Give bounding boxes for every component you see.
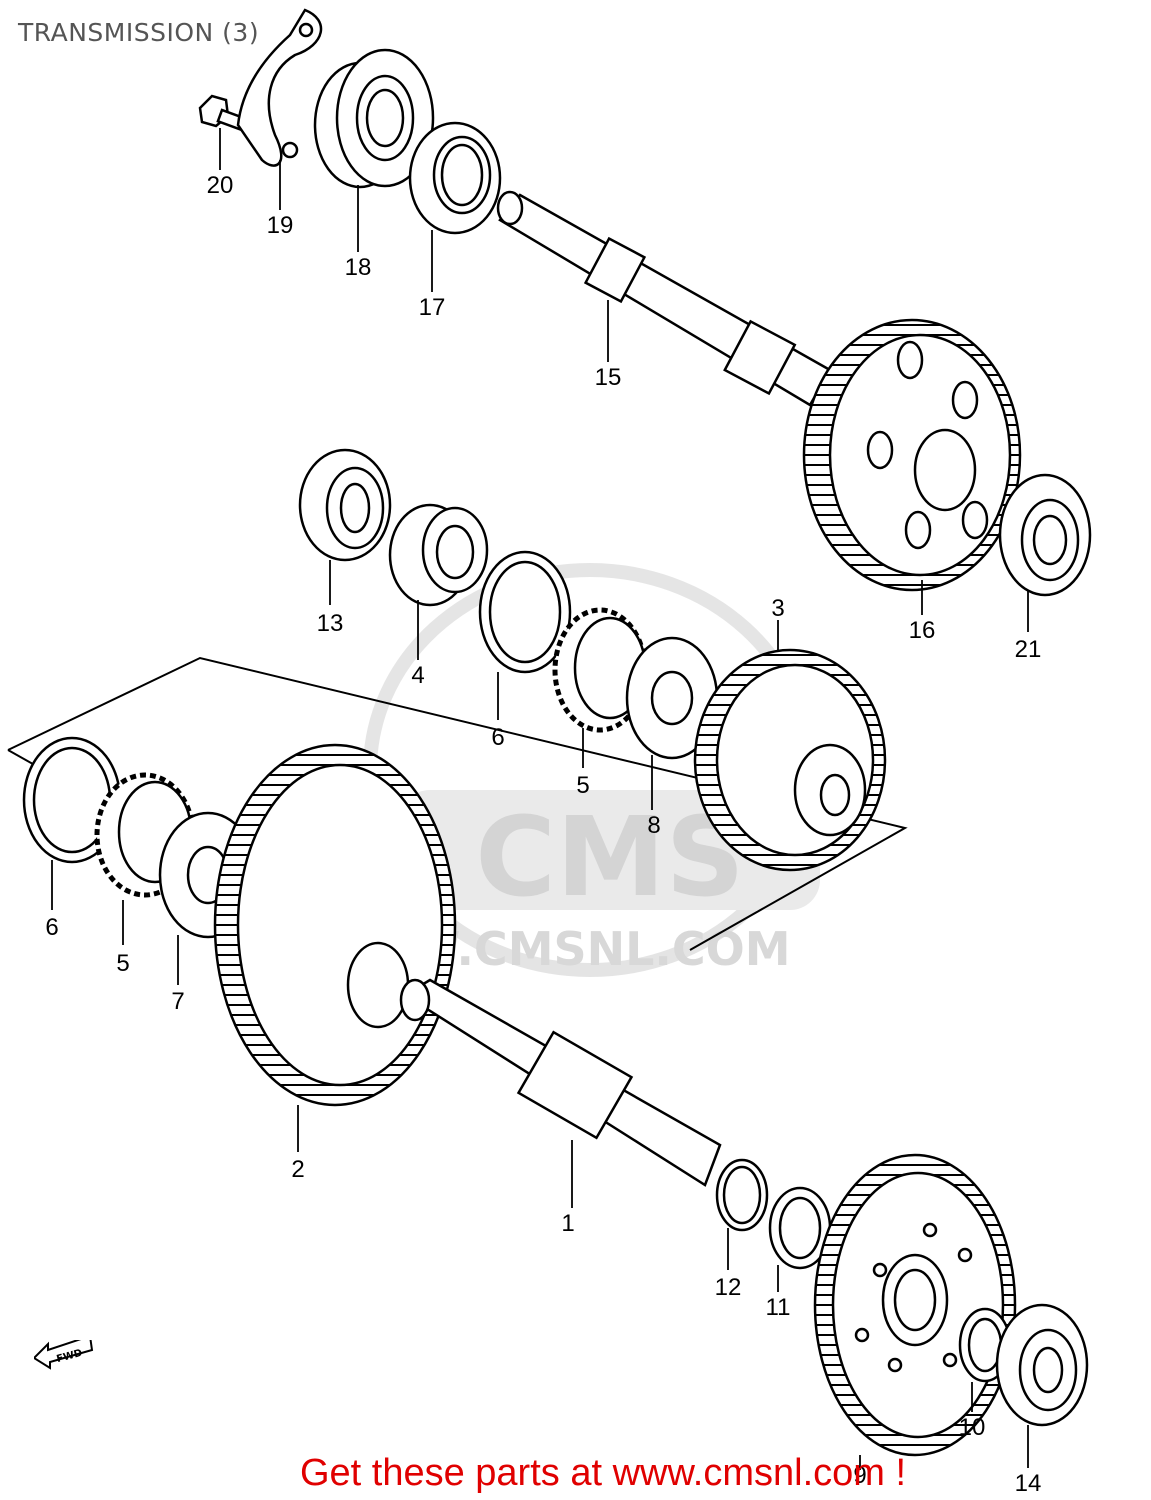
callout-1: 1 <box>561 1210 575 1237</box>
bolt-20 <box>198 94 247 132</box>
bearing-18 <box>313 48 435 189</box>
callout-16: 16 <box>908 617 936 644</box>
washer-11 <box>768 1186 832 1270</box>
gear-16 <box>802 318 1022 592</box>
svg-text:CMS: CMS <box>475 793 744 921</box>
callout-11: 11 <box>765 1294 791 1321</box>
fwd-arrow-icon: FWD <box>34 1340 94 1370</box>
oil-seal-17 <box>408 121 502 235</box>
callout-2: 2 <box>291 1156 305 1183</box>
callout-18: 18 <box>344 254 372 281</box>
bearing-13 <box>298 448 392 562</box>
footer-cta-text: Get these parts at www.cmsnl.com ! <box>299 1452 907 1494</box>
callout-5-lower: 5 <box>116 950 130 977</box>
callout-14: 14 <box>1014 1470 1042 1497</box>
callout-7: 7 <box>171 988 185 1015</box>
collar-4 <box>388 503 489 607</box>
callout-15: 15 <box>594 364 622 391</box>
washer-8 <box>625 636 719 760</box>
washer-6-upper <box>478 550 572 674</box>
callout-20: 20 <box>206 172 234 199</box>
driveshaft-1 <box>399 978 722 1187</box>
callout-17: 17 <box>418 294 446 321</box>
leader-lines <box>51 128 1029 1470</box>
bearing-14 <box>995 1303 1089 1427</box>
callout-8: 8 <box>647 812 661 839</box>
gear-9 <box>813 1153 1017 1457</box>
gear-2 <box>213 743 457 1107</box>
bearing-21 <box>998 473 1092 597</box>
countershaft-15 <box>496 190 832 407</box>
callout-13: 13 <box>316 610 344 637</box>
retainer-plate-19 <box>236 8 323 167</box>
callout-6-lower: 6 <box>45 914 59 941</box>
callout-6-upper: 6 <box>491 724 505 751</box>
watermark-text: W.CMSNL.COM <box>409 922 790 976</box>
callout-9: 9 <box>853 1462 867 1489</box>
footer-cta-link[interactable]: Get these parts at www.cmsnl.com ! <box>0 1452 1151 1495</box>
callout-10: 10 <box>958 1414 986 1441</box>
callout-4: 4 <box>411 662 425 689</box>
diagram-title: TRANSMISSION (3) <box>18 18 260 47</box>
callout-19: 19 <box>266 212 294 239</box>
callout-12: 12 <box>714 1274 742 1301</box>
callout-21: 21 <box>1014 636 1042 663</box>
callout-3: 3 <box>771 595 785 622</box>
callout-5-upper: 5 <box>576 772 590 799</box>
circlip-12 <box>715 1158 769 1232</box>
gear-3 <box>693 648 887 872</box>
